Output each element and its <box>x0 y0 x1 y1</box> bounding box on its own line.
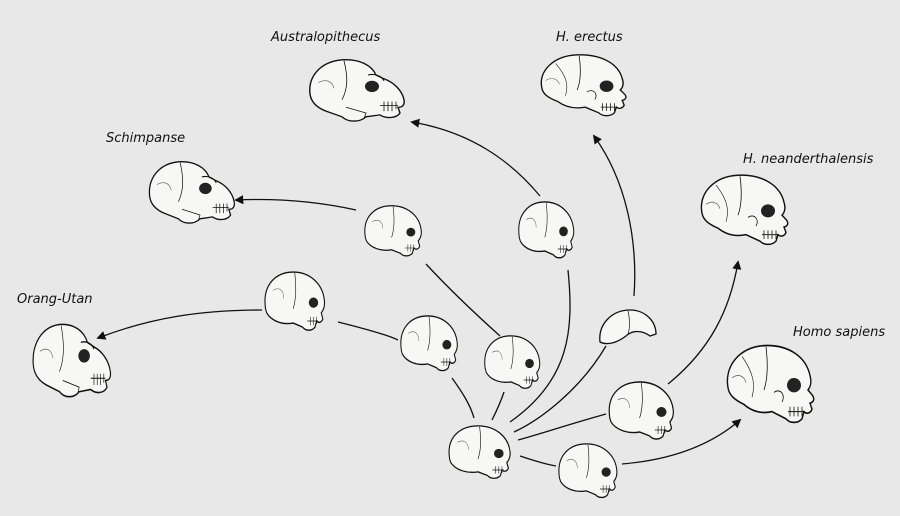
skull-intermediate-2 <box>518 201 575 259</box>
skull-orang-utan <box>32 323 112 398</box>
line-orang-branch <box>337 321 399 341</box>
label-homo-sapiens: Homo sapiens <box>793 325 886 340</box>
skull-intermediate-3 <box>264 271 326 331</box>
arrow-to-australopithecus <box>410 118 541 197</box>
label-australopithecus: Australopithecus <box>271 30 381 45</box>
skull-h-erectus <box>540 54 627 117</box>
label-schimpanse: Schimpanse <box>106 131 186 146</box>
line-austral-branch <box>509 269 571 423</box>
skull-intermediate-1 <box>364 205 422 257</box>
arrow-to-h-neanderthalensis <box>667 260 742 385</box>
line-schimpanse-branch <box>425 263 501 337</box>
label-h-erectus: H. erectus <box>556 30 623 45</box>
skull-intermediate-6 <box>608 381 675 440</box>
skull-intermediate-4 <box>400 315 459 372</box>
skull-intermediate-7 <box>558 443 618 499</box>
skull-australopithecus <box>309 59 405 122</box>
arrow-to-homo-sapiens <box>621 418 742 465</box>
line-erectus-branch <box>513 345 607 433</box>
line-orang-branch-lower <box>451 377 475 419</box>
line-neander-branch <box>517 413 607 441</box>
skull-schimpanse <box>148 161 236 224</box>
line-sapiens-branch <box>519 455 557 467</box>
label-h-neanderthalensis: H. neanderthalensis <box>743 152 874 167</box>
arrow-to-orang-utan <box>96 309 263 340</box>
skull-h-neanderthalensis <box>700 174 789 246</box>
arrow-to-schimpanse <box>234 195 357 211</box>
arrow-to-h-erectus <box>592 134 636 297</box>
skull-intermediate-5 <box>484 335 541 389</box>
label-orang-utan: Orang-Utan <box>17 292 93 307</box>
skull-common-ancestor <box>448 425 511 479</box>
branch-lines <box>96 118 742 467</box>
skull-cap-fragment <box>599 309 657 345</box>
line-schimpanse-lower <box>491 391 505 421</box>
skull-homo-sapiens <box>726 344 815 424</box>
